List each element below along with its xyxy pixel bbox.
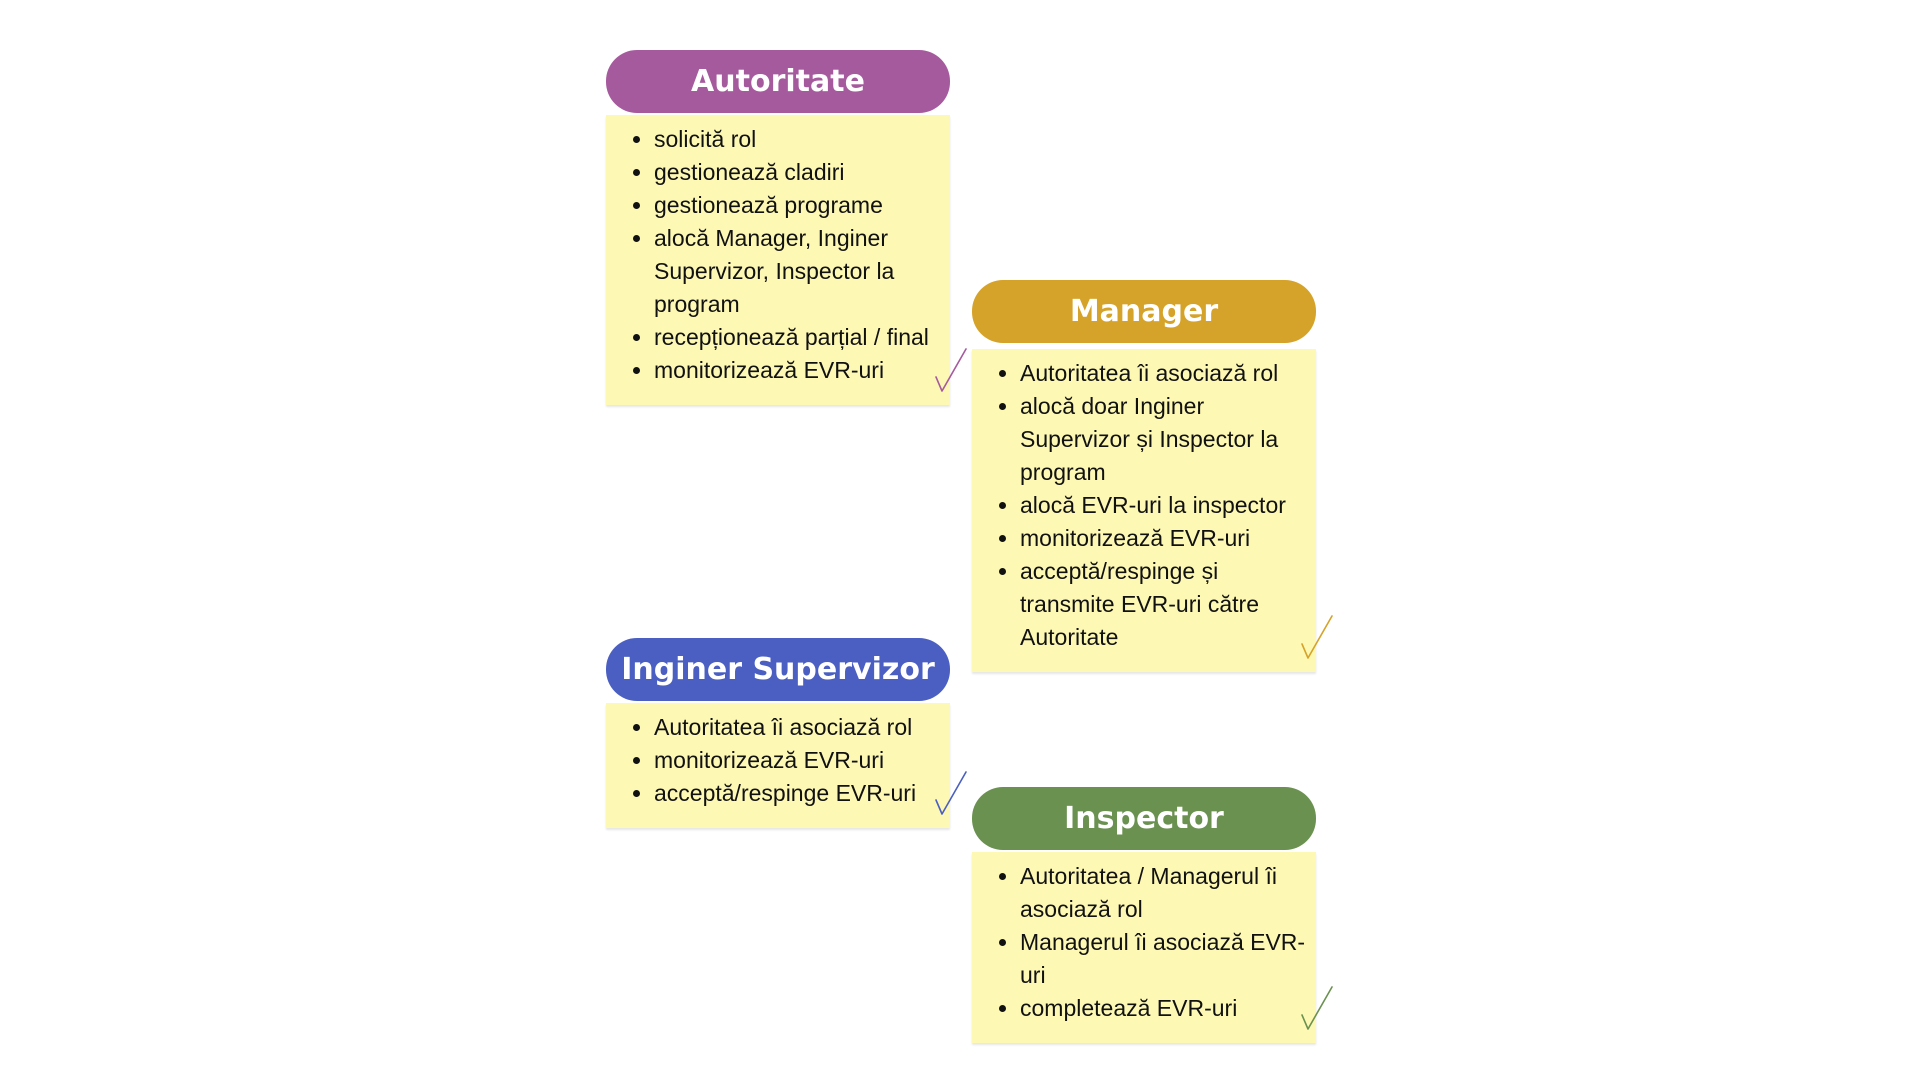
list-item: completează EVR-uri <box>1020 992 1308 1025</box>
role-card-autoritate: Autoritate solicită rol gestionează clad… <box>606 50 967 405</box>
checkmark-icon <box>935 348 967 392</box>
list-item: alocă Manager, Inginer Supervizor, Inspe… <box>654 222 942 321</box>
list-item: gestionează programe <box>654 189 942 222</box>
role-card-manager: Manager Autoritatea îi asociază rol aloc… <box>972 280 1333 672</box>
role-card-inginer-supervizor: Inginer Supervizor Autoritatea îi asocia… <box>606 638 967 828</box>
role-title: Autoritate <box>691 64 865 99</box>
role-card-inspector: Inspector Autoritatea / Managerul îi aso… <box>972 787 1333 1043</box>
list-item: Autoritatea / Managerul îi asociază rol <box>1020 860 1308 926</box>
checkmark-icon <box>1301 986 1333 1030</box>
list-item: Autoritatea îi asociază rol <box>654 711 942 744</box>
sticky-note: solicită rol gestionează cladiri gestion… <box>606 115 967 405</box>
sticky-note: Autoritatea îi asociază rol monitorizeaz… <box>606 703 967 828</box>
list-item: Managerul îi asociază EVR-uri <box>1020 926 1308 992</box>
checkmark-icon <box>1301 615 1333 659</box>
list-item: solicită rol <box>654 123 942 156</box>
role-title-pill: Autoritate <box>606 50 950 113</box>
responsibility-list: Autoritatea / Managerul îi asociază rol … <box>980 860 1308 1025</box>
list-item: monitorizează EVR-uri <box>654 744 942 777</box>
sticky-note: Autoritatea / Managerul îi asociază rol … <box>972 852 1333 1043</box>
list-item: acceptă/respinge și transmite EVR-uri că… <box>1020 555 1308 654</box>
list-item: monitorizează EVR-uri <box>654 354 942 387</box>
role-title: Inginer Supervizor <box>621 652 935 687</box>
list-item: alocă doar Inginer Supervizor și Inspect… <box>1020 390 1308 489</box>
role-title-pill: Inspector <box>972 787 1316 850</box>
list-item: gestionează cladiri <box>654 156 942 189</box>
responsibility-list: Autoritatea îi asociază rol monitorizeaz… <box>614 711 942 810</box>
role-title-pill: Manager <box>972 280 1316 343</box>
list-item: acceptă/respinge EVR-uri <box>654 777 942 810</box>
list-item: recepționează parțial / final <box>654 321 942 354</box>
responsibility-list: solicită rol gestionează cladiri gestion… <box>614 123 942 387</box>
role-title: Inspector <box>1064 801 1224 836</box>
role-title-pill: Inginer Supervizor <box>606 638 950 701</box>
responsibility-list: Autoritatea îi asociază rol alocă doar I… <box>980 357 1308 654</box>
list-item: monitorizează EVR-uri <box>1020 522 1308 555</box>
list-item: alocă EVR-uri la inspector <box>1020 489 1308 522</box>
list-item: Autoritatea îi asociază rol <box>1020 357 1308 390</box>
sticky-note: Autoritatea îi asociază rol alocă doar I… <box>972 349 1333 672</box>
role-title: Manager <box>1069 294 1219 329</box>
checkmark-icon <box>935 771 967 815</box>
